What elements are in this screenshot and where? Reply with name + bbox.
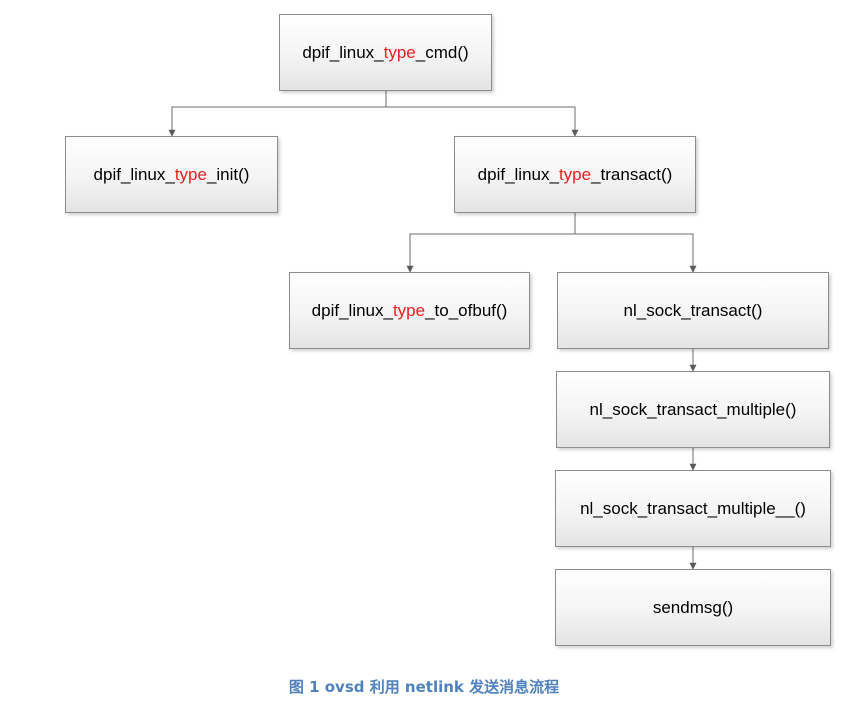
node-label-segment: type — [392, 300, 426, 320]
node-label-segment: nl_sock_transact() — [623, 300, 763, 320]
node-label-segment: dpif_linux_ — [93, 164, 175, 184]
node-dpif-linux-type-to-ofbuf: dpif_linux_type_to_ofbuf() — [289, 272, 530, 349]
node-dpif-linux-type-cmd: dpif_linux_type_cmd() — [279, 14, 492, 91]
edge-transact-to-to_ofbuf — [406, 213, 576, 273]
node-dpif-linux-type-init: dpif_linux_type_init() — [65, 136, 278, 213]
node-dpif-linux-type-transact: dpif_linux_type_transact() — [454, 136, 696, 213]
node-label-segment: dpif_linux_ — [311, 300, 393, 320]
edge-transact-to-nl_transact — [574, 213, 697, 273]
node-label-segment: _to_ofbuf() — [425, 300, 508, 320]
node-nl-sock-transact-multiple-internal: nl_sock_transact_multiple__() — [555, 470, 831, 547]
node-label-segment: nl_sock_transact_multiple() — [589, 399, 797, 419]
node-label-segment: dpif_linux_ — [302, 42, 384, 62]
node-label-segment: type — [383, 42, 416, 62]
node-sendmsg: sendmsg() — [555, 569, 831, 646]
node-label-segment: dpif_linux_ — [477, 164, 559, 184]
node-label-segment: _init() — [206, 164, 250, 184]
node-label-segment: sendmsg() — [652, 597, 734, 617]
node-label-segment: _cmd() — [415, 42, 469, 62]
node-nl-sock-transact: nl_sock_transact() — [557, 272, 829, 349]
node-label-segment: _transact() — [591, 164, 673, 184]
edge-cmd-to-transact — [385, 91, 579, 137]
edge-cmd-to-init — [168, 91, 387, 137]
figure-caption: 图 1 ovsd 利用 netlink 发送消息流程 — [288, 678, 560, 696]
node-label-segment: nl_sock_transact_multiple__() — [580, 498, 806, 518]
node-label-segment: type — [558, 164, 592, 184]
node-nl-sock-transact-multiple: nl_sock_transact_multiple() — [556, 371, 830, 448]
node-label-segment: type — [174, 164, 207, 184]
